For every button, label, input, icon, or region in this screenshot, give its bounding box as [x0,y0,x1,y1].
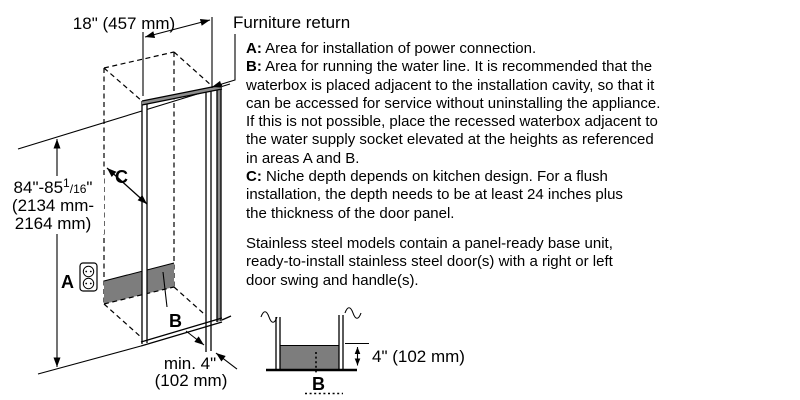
depth-c-label: C [115,167,128,187]
paragraph-c: C: Niche depth depends on kitchen design… [246,168,800,223]
depth-c-callout: C [106,167,148,205]
height-dimension-mm-line2: 2164 mm) [15,214,92,233]
area-b-label: B [169,311,182,331]
cross-section: 4" (102 mm) B [260,307,465,395]
area-b-callout: B [162,271,182,331]
paragraph-b: B: Area for running the water line. It i… [246,58,800,168]
cross-section-height-label: 4" (102 mm) [372,347,465,366]
paragraph-c-text: Niche depth depends on kitchen design. F… [246,168,623,222]
width-dimension: 18" (457 mm) [73,14,213,96]
stainless-steel-note-text: Stainless steel models contain a panel-r… [246,234,613,289]
height-dimension: 84"-851/16" (2134 mm- 2164 mm) [2,139,104,367]
area-a-callout: A [61,262,98,292]
instructions-text: A: Area for installation of power connec… [246,40,800,290]
stainless-steel-note: Stainless steel models contain a panel-r… [246,235,800,290]
height-dimension-mm-line1: (2134 mm- [12,196,94,215]
cross-section-area-b-fill [280,345,339,369]
paragraph-a-label: A: [246,40,262,57]
niche-cavity-dashed-lines [103,51,213,339]
min-depth-label-line2: (102 mm) [155,371,228,390]
cross-section-area-b-label: B [312,374,325,394]
paragraph-b-text: Area for running the water line. It is r… [246,58,661,167]
cross-section-area-b-callout: B [305,352,343,395]
break-line-icon [344,307,362,319]
furniture-return-label: Furniture return [233,13,350,32]
paragraph-a-text: Area for installation of power connectio… [261,40,537,57]
paragraph-c-label: C: [246,168,262,186]
area-a-label: A [61,272,74,292]
min-depth-dimension: min. 4" (102 mm) [155,330,238,390]
paragraph-a: A: Area for installation of power connec… [246,40,800,58]
furniture-frame [140,84,232,352]
furniture-return-callout: Furniture return [211,13,350,88]
area-b-shaded-band [103,262,175,305]
paragraph-b-label: B: [246,58,262,76]
height-dimension-label: 84"-851/16" [14,176,93,197]
min-depth-label-line1: min. 4" [164,354,216,373]
width-dimension-label: 18" (457 mm) [73,14,175,33]
cross-section-height-dimension: 4" (102 mm) [345,342,465,366]
break-line-icon [260,311,278,323]
power-outlet-icon [79,262,98,292]
